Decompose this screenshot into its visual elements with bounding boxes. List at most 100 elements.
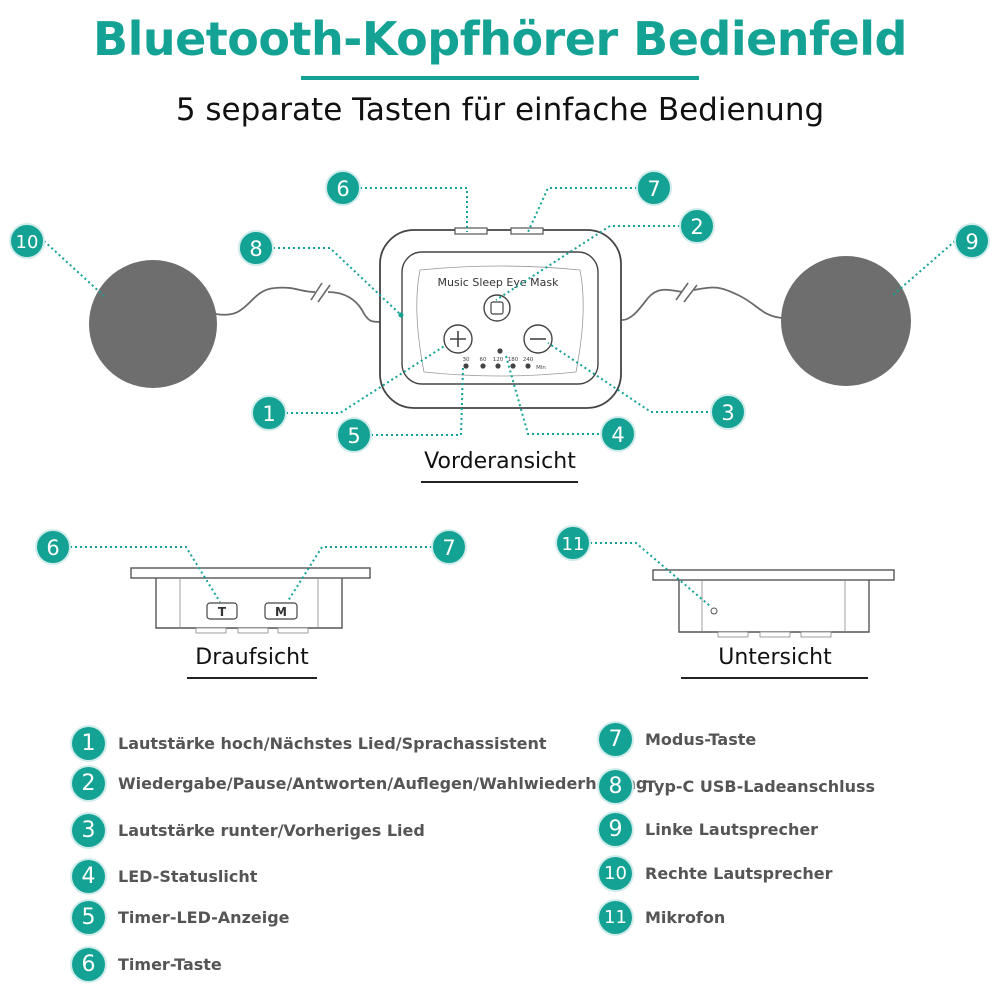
bottom-view-rule: [681, 677, 868, 679]
status-led: [497, 348, 503, 354]
legend-item-6: 6 Timer-Taste: [72, 948, 222, 981]
timer-label-240: 240: [523, 357, 534, 363]
timer-key-label: T: [218, 605, 227, 619]
callout-10-badge: [9, 223, 45, 259]
callout-5-badge: [336, 417, 372, 453]
callout-9-label: 9: [965, 230, 978, 254]
legend-text: Timer-LED-Anzeige: [118, 908, 290, 927]
usb-c-port: [398, 312, 404, 318]
legend-badge: 9: [599, 813, 632, 846]
callout-6-top: 6: [35, 529, 71, 565]
legend-text: Mikrofon: [645, 908, 726, 927]
timer-label-60: 60: [480, 357, 487, 363]
legend-text: Rechte Lautsprecher: [645, 864, 833, 883]
title-underline: [301, 76, 699, 80]
callout-5-label: 5: [347, 424, 360, 448]
legend-text: LED-Statuslicht: [118, 867, 258, 886]
legend-item-5: 5 Timer-LED-Anzeige: [72, 901, 290, 934]
timer-led: [463, 363, 469, 369]
timer-led: [525, 363, 531, 369]
device-top-button-left: [454, 227, 488, 235]
timer-label-120: 120: [493, 357, 504, 363]
page-subtitle: 5 separate Tasten für einfache Bedienung: [175, 92, 825, 128]
callout-7-top-badge: [431, 529, 467, 565]
timer-label-30: 30: [463, 357, 470, 363]
callout-9: 9: [954, 223, 990, 259]
callout-6-label: 6: [336, 177, 349, 201]
callout-4-badge: [600, 416, 636, 452]
callout-7-top-label: 7: [442, 536, 455, 560]
top-view-rule: [187, 677, 317, 679]
callout-1: 1: [251, 395, 287, 431]
callout-6-top-label: 6: [46, 536, 59, 560]
callout-8-badge: [238, 230, 274, 266]
callout-6-top-badge: [35, 529, 71, 565]
front-view-label: Vorderansicht: [424, 449, 576, 474]
timer-led-row: 30 60 120 180 240 Min: [463, 348, 546, 371]
timer-led: [480, 363, 486, 369]
legend-item-10: 10 Rechte Lautsprecher: [599, 857, 832, 890]
legend-badge: 10: [599, 857, 632, 890]
front-view-rule: [421, 481, 578, 483]
play-pause-button[interactable]: [483, 294, 511, 322]
play-pause-icon: [490, 301, 504, 315]
device-brand-text: Music Sleep Eye Mask: [438, 276, 560, 289]
callout-2-badge: [679, 208, 715, 244]
left-cable-break: [310, 282, 331, 303]
callout-9-badge: [954, 223, 990, 259]
callout-5: 5: [336, 417, 372, 453]
device-top-button-right: [510, 227, 544, 235]
page-title: Bluetooth-Kopfhörer Bedienfeld: [93, 12, 907, 66]
legend-text: Timer-Taste: [118, 955, 222, 974]
callout-10: 10: [9, 223, 45, 259]
legend-badge: 6: [72, 948, 105, 981]
bottom-view-device: [652, 569, 895, 638]
callout-3-badge: [710, 394, 746, 430]
legend-item-2: 2 Wiedergabe/Pause/Antworten/Auflegen/Wa…: [72, 767, 647, 800]
callout-8-label: 8: [249, 237, 262, 261]
legend-item-11: 11 Mikrofon: [599, 901, 725, 934]
left-cable: [215, 286, 381, 323]
left-speaker: [781, 256, 911, 386]
legend-badge: 1: [72, 727, 105, 760]
plus-icon: [450, 331, 466, 347]
legend-item-9: 9 Linke Lautsprecher: [599, 813, 818, 846]
timer-key[interactable]: [206, 602, 238, 620]
control-panel-diagram: Music Sleep Eye Mask 30 60 120 180 240 M…: [9, 170, 990, 638]
right-cable: [621, 286, 783, 321]
right-speaker: [89, 260, 217, 388]
legend-text: Typ-C USB-Ladeanschluss: [645, 777, 876, 796]
callout-11-label: 11: [562, 534, 585, 555]
legend-badge: 4: [72, 860, 105, 893]
callout-1-label: 1: [262, 402, 275, 426]
legend-item-1: 1 Lautstärke hoch/Nächstes Lied/Sprachas…: [72, 727, 547, 760]
legend-item-8: 8 Typ-C USB-Ladeanschluss: [599, 770, 875, 803]
legend-badge: 3: [72, 814, 105, 847]
top-view-device: [130, 567, 371, 634]
top-view-label: Draufsicht: [195, 645, 309, 670]
callout-11: 11: [555, 525, 591, 561]
legend-badge: 2: [72, 767, 105, 800]
callout-7-badge: [636, 170, 672, 206]
legend-text: Modus-Taste: [645, 730, 757, 749]
callout-10-label: 10: [16, 232, 39, 253]
callout-1-badge: [251, 395, 287, 431]
front-leader-lines: [43, 187, 956, 436]
callout-3: 3: [710, 394, 746, 430]
legend-badge: 5: [72, 901, 105, 934]
callout-3-label: 3: [721, 401, 734, 425]
microphone-hole: [710, 607, 718, 615]
callout-6-badge: [325, 170, 361, 206]
legend-text: Lautstärke runter/Vorheriges Lied: [118, 821, 425, 840]
legend-item-4: 4 LED-Statuslicht: [72, 860, 257, 893]
device-panel-inner: [416, 265, 584, 377]
bottom-view-label: Untersicht: [718, 645, 832, 670]
callout-7: 7: [636, 170, 672, 206]
callout-7-label: 7: [647, 177, 660, 201]
legend-badge: 8: [599, 770, 632, 803]
mode-key[interactable]: [264, 602, 298, 620]
lower-leader-lines: [70, 542, 711, 607]
legend-item-3: 3 Lautstärke runter/Vorheriges Lied: [72, 814, 425, 847]
legend-text: Wiedergabe/Pause/Antworten/Auflegen/Wahl…: [118, 774, 648, 793]
callout-11-badge: [555, 525, 591, 561]
